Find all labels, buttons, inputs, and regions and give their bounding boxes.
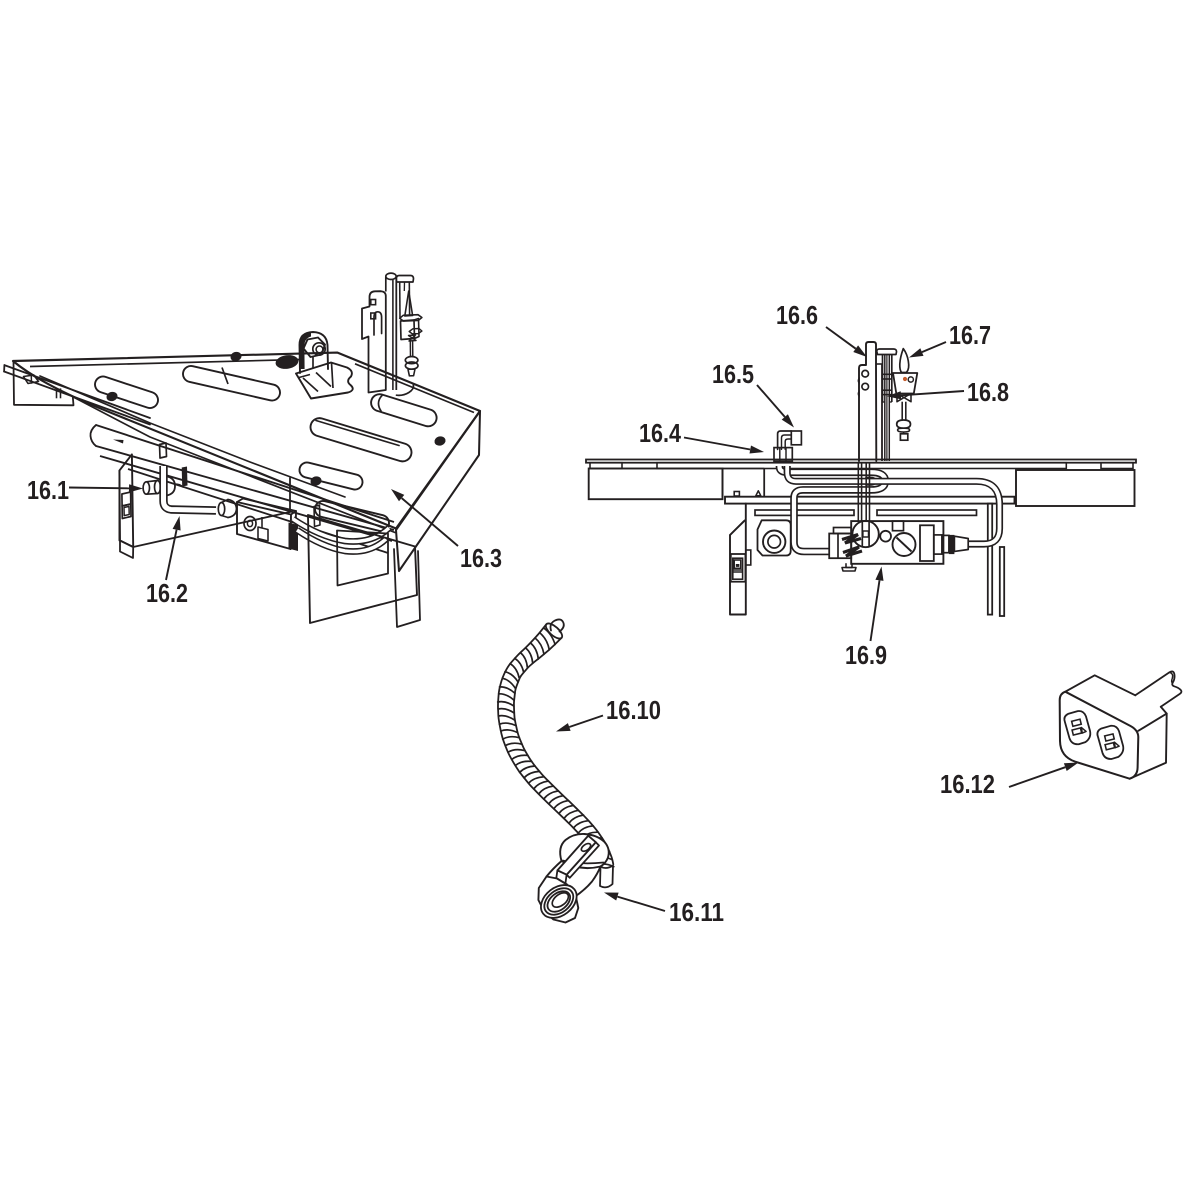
svg-text:16.12: 16.12 bbox=[940, 771, 995, 799]
svg-text:16.6: 16.6 bbox=[776, 302, 818, 330]
svg-text:16.1: 16.1 bbox=[27, 477, 69, 505]
svg-text:16.10: 16.10 bbox=[606, 697, 661, 725]
svg-text:16.4: 16.4 bbox=[639, 420, 682, 448]
svg-text:16.9: 16.9 bbox=[845, 642, 887, 670]
svg-text:16.3: 16.3 bbox=[460, 545, 502, 573]
svg-text:16.5: 16.5 bbox=[712, 361, 754, 389]
svg-text:16.7: 16.7 bbox=[949, 322, 991, 350]
svg-text:16.8: 16.8 bbox=[967, 379, 1009, 407]
svg-text:16.2: 16.2 bbox=[146, 580, 188, 608]
svg-text:16.11: 16.11 bbox=[669, 899, 724, 927]
